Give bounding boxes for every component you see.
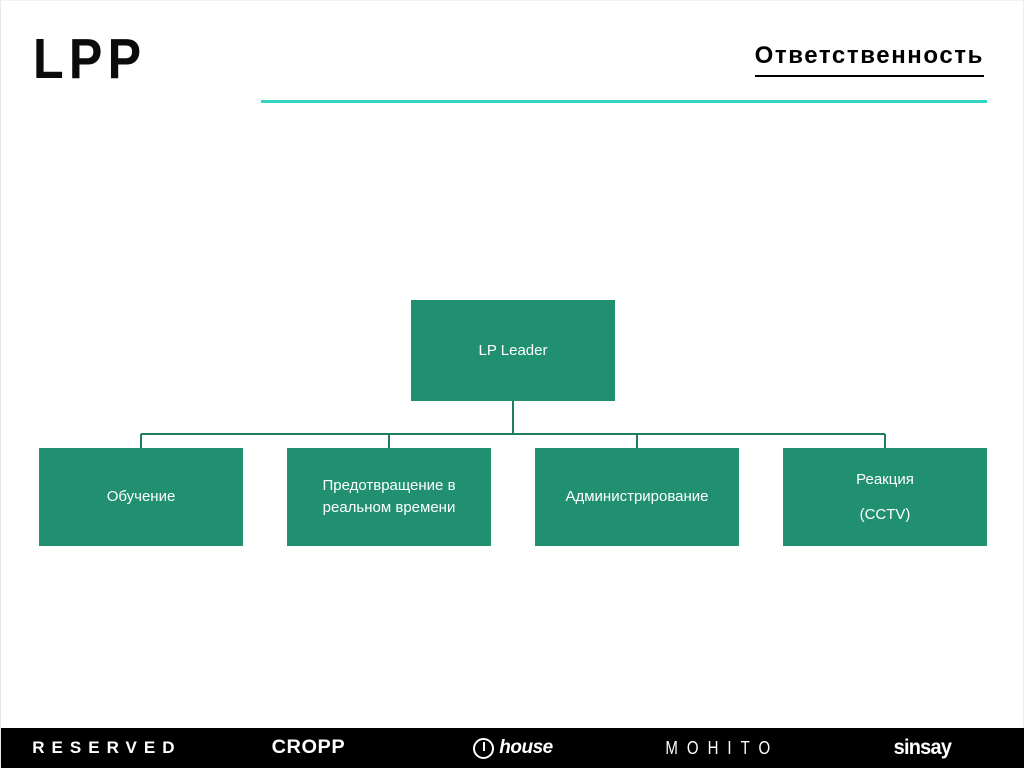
house-emblem-icon	[473, 737, 495, 759]
brand-logo-house-label: house	[499, 737, 553, 758]
brand-logo-mohito: MOHITO	[665, 737, 780, 759]
org-node-obuchenie[interactable]: Обучение	[39, 448, 243, 546]
org-node-label: Реакция (CCTV)	[856, 471, 914, 523]
brand-logo-reserved: RESERVED	[32, 738, 182, 757]
brand-footer-bar: RESERVED CROPP house MOHITO sinsay	[1, 728, 1024, 768]
org-node-administration[interactable]: Администрирование	[535, 448, 739, 546]
page-title: Ответственность	[754, 41, 984, 77]
org-node-label: Администрирование	[565, 488, 709, 505]
org-node-realtime-prevention[interactable]: Предотвращение в реальном времени	[287, 448, 491, 546]
org-node-root-label: LP Leader	[478, 341, 548, 359]
org-node-label: Обучение	[106, 488, 176, 505]
brand-logo-sinsay: sinsay	[893, 736, 952, 759]
brand-logo-cropp: CROPP	[271, 737, 345, 758]
org-node-root[interactable]: LP Leader	[411, 300, 615, 401]
brand-logo-house: house	[411, 737, 616, 759]
org-node-reaction-cctv[interactable]: Реакция (CCTV)	[783, 448, 987, 546]
lpp-logo: LPP	[33, 27, 147, 91]
header-accent-rule	[261, 100, 987, 103]
org-node-label: Предотвращение в реальном времени	[322, 477, 456, 516]
